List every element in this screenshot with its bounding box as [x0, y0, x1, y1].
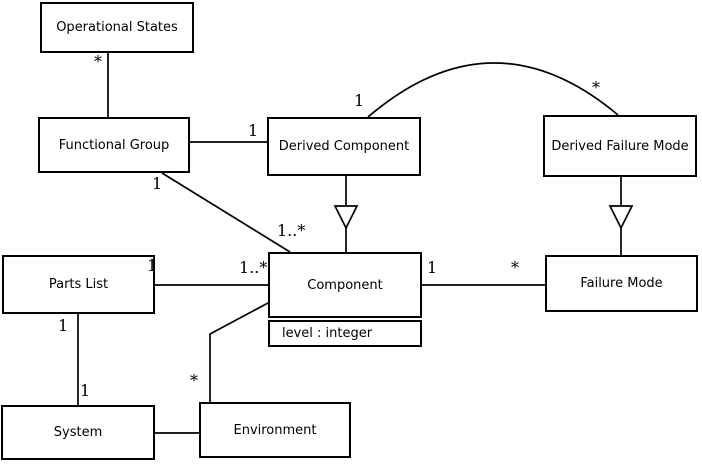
generalization-triangle-failuremode [608, 205, 634, 230]
multiplicity-fg-dc-one: 1 [248, 121, 259, 140]
class-component[interactable]: Component [268, 252, 422, 318]
class-environment[interactable]: Environment [199, 402, 351, 458]
multiplicity-env-comp-star: * [190, 371, 198, 390]
multiplicity-pl-sys-one-bottom: 1 [80, 381, 91, 400]
class-name-label: Derived Component [278, 139, 410, 154]
multiplicity-opstates-star: * [94, 52, 102, 71]
class-component-attributes[interactable]: level : integer [268, 320, 422, 347]
class-name-label: Parts List [48, 277, 109, 292]
class-name-label: Environment [233, 422, 317, 438]
class-name-label: Failure Mode [580, 276, 663, 291]
multiplicity-comp-fm-one: 1 [427, 258, 438, 277]
class-system[interactable]: System [1, 405, 155, 460]
class-name-label: Derived Failure Mode [551, 138, 689, 154]
multiplicity-comp-fm-star: * [511, 258, 519, 277]
class-name-label: Functional Group [58, 137, 170, 153]
multiplicity-pl-comp-many: 1..* [239, 258, 268, 277]
multiplicity-pl-comp-one: 1 [147, 256, 158, 275]
class-name-label: Component [307, 277, 383, 293]
attribute-label: level : integer [282, 326, 373, 341]
multiplicity-arc-dc-one: 1 [354, 91, 365, 110]
edge-functionalgroup-component [161, 172, 291, 253]
class-name-label: Operational States [56, 20, 178, 35]
class-derived-component[interactable]: Derived Component [267, 117, 421, 176]
edge-environment-component [209, 302, 269, 402]
multiplicity-pl-sys-one-top: 1 [58, 316, 69, 335]
edge-arc-derivedcomponent-derivedfailuremode [367, 62, 619, 118]
class-name-label: System [53, 425, 103, 440]
class-operational-states[interactable]: Operational States [40, 2, 194, 53]
multiplicity-arc-dfm-star: * [592, 78, 600, 97]
class-failure-mode[interactable]: Failure Mode [545, 255, 698, 312]
generalization-triangle-component [333, 205, 359, 230]
multiplicity-fg-comp-one: 1 [152, 174, 163, 193]
multiplicity-fg-comp-many: 1..* [277, 221, 306, 240]
class-derived-failure-mode[interactable]: Derived Failure Mode [543, 115, 697, 177]
class-parts-list[interactable]: Parts List [2, 255, 155, 314]
class-functional-group[interactable]: Functional Group [38, 117, 190, 173]
